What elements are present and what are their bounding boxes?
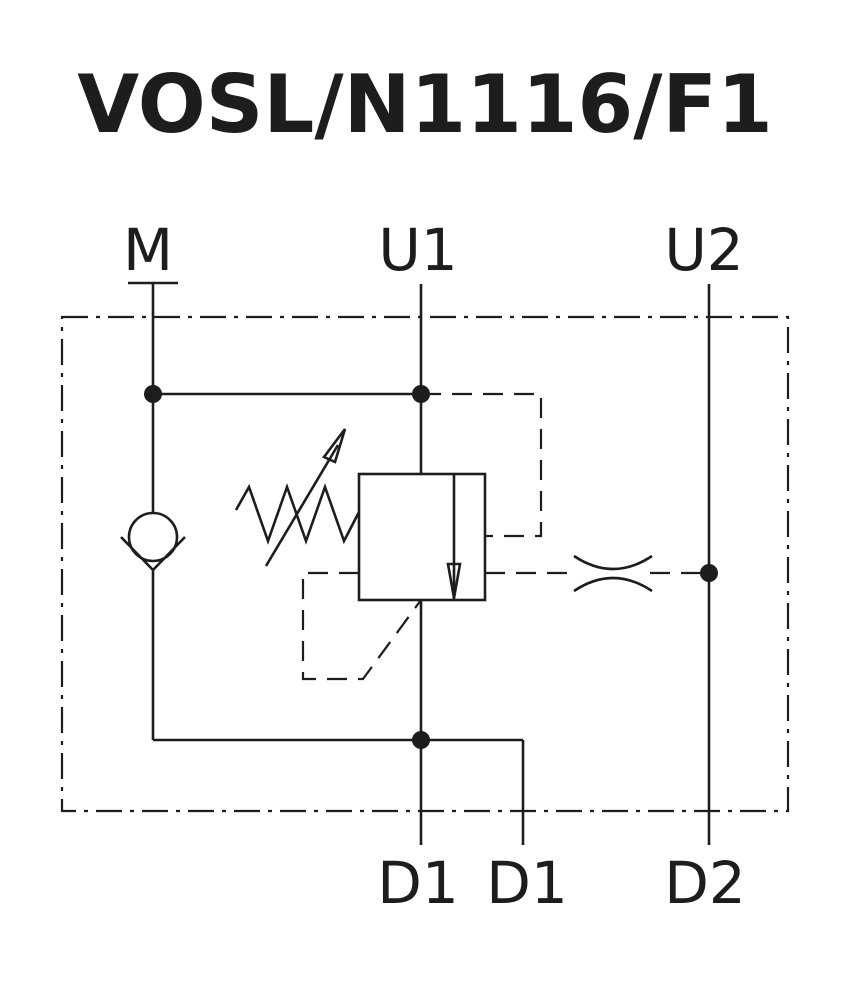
junction-dot-u2	[700, 564, 718, 582]
valve-flow-arrow-icon	[446, 562, 462, 599]
adjustment-arrow-shaft	[264, 444, 340, 567]
port-label-u1: U1	[378, 216, 457, 284]
restrictor-icon-top	[573, 554, 653, 571]
junction-dot-d1	[412, 731, 430, 749]
valve-block-enclosure	[60, 315, 790, 813]
check-valve-ball	[127, 511, 179, 563]
port-label-u2: U2	[664, 216, 743, 284]
junction-dot-u1	[412, 385, 430, 403]
port-label-d1-left: D1	[377, 849, 459, 917]
restrictor-icon-bottom	[573, 576, 653, 593]
valve-body	[357, 472, 487, 602]
port-label-m: M	[123, 216, 173, 284]
pilot-line-upper	[421, 392, 543, 538]
pilot-line-lower	[301, 571, 422, 681]
diagram-title: VOSL/N1116/F1	[77, 58, 772, 151]
junction-dot-m	[144, 385, 162, 403]
port-label-d2: D2	[664, 849, 746, 917]
adjustment-arrowhead-icon	[321, 428, 347, 464]
port-label-d1-right: D1	[486, 849, 568, 917]
